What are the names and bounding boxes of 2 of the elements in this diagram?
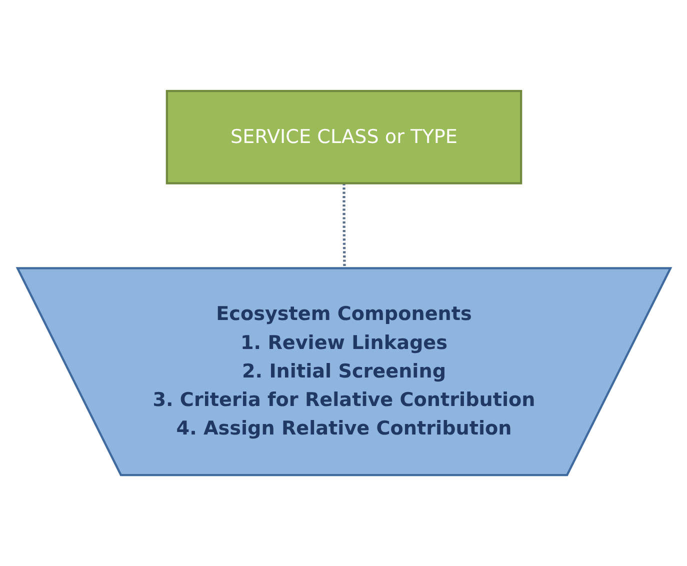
connector [342,183,346,269]
node-box [165,90,522,184]
